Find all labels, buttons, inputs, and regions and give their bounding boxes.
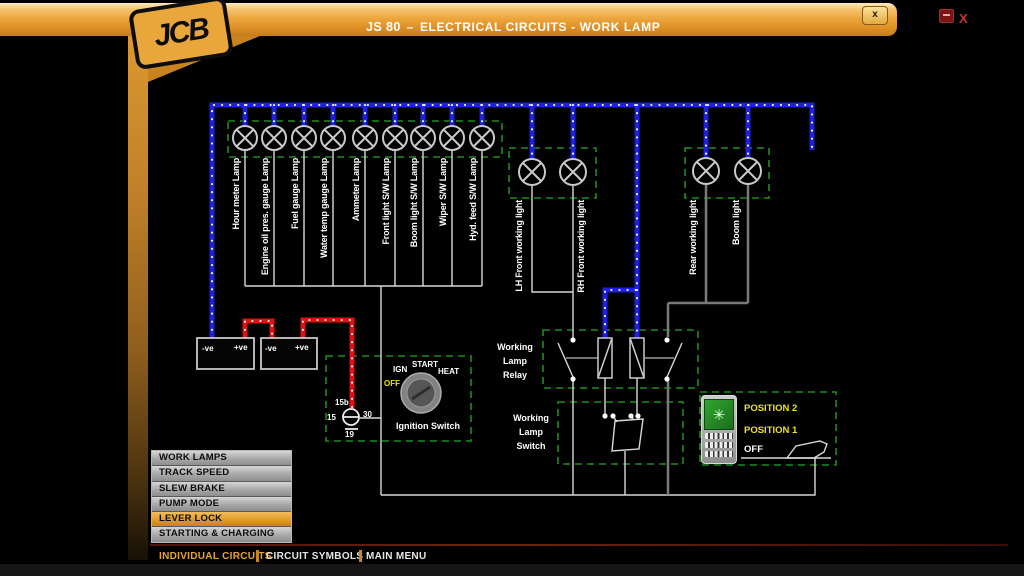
nav-individual-circuits[interactable]: INDIVIDUAL CIRCUITS — [159, 551, 272, 562]
rear-lights-box — [684, 147, 770, 199]
position2-label: POSITION 2 — [744, 403, 798, 414]
battery1-pos: +ve — [234, 343, 248, 352]
relay-label-line: Lamp — [502, 356, 527, 366]
title-model: JS 80 — [366, 20, 401, 34]
ignition-pos-start: START — [412, 360, 439, 369]
relay-coils — [597, 337, 645, 379]
menu-item-pump-mode[interactable]: PUMP MODE — [152, 496, 291, 513]
relay-box — [542, 329, 699, 389]
relay-label-line: Working — [497, 342, 533, 352]
lamp-label: Front light S/W Lamp — [381, 158, 391, 245]
nav-separator — [359, 550, 362, 562]
lamp-label: Rear working light — [688, 200, 698, 275]
lamp-label: LH Front working light — [514, 200, 524, 292]
battery1-neg: -ve — [202, 344, 214, 353]
relay-label-line: Relay — [502, 370, 528, 380]
menu-item-track-speed[interactable]: TRACK SPEED — [152, 466, 291, 482]
page-title: JS 80 – ELECTRICAL CIRCUITS - WORK LAMP — [366, 20, 660, 34]
lamp-label: Wiper S/W Lamp — [438, 158, 448, 227]
device-buttons-row — [705, 451, 733, 457]
lamp-label: RH Front working light — [576, 200, 586, 293]
ignition-box — [325, 355, 472, 442]
terminal-15b: 15b — [335, 398, 349, 407]
switch-label-line: Working — [513, 413, 549, 423]
nav-separator — [256, 550, 259, 562]
lamp-label: Water temp gauge Lamp — [319, 158, 329, 258]
battery-symbols — [196, 337, 318, 370]
lamp-indicator-icon: ✳ — [712, 406, 726, 424]
ignition-pos-heat: HEAT — [438, 367, 460, 376]
battery2-neg: -ve — [265, 344, 277, 353]
minimize-icon[interactable] — [939, 9, 954, 23]
left-frame — [128, 36, 148, 560]
working-lamp-relay-label: Working Lamp Relay — [487, 340, 543, 382]
lamp-label: Boom light — [731, 200, 741, 245]
close-icon[interactable]: X — [959, 11, 968, 26]
switch-label-line: Switch — [516, 441, 546, 451]
switch-device-graphic: ✳ — [701, 395, 737, 464]
title-text: ELECTRICAL CIRCUITS - WORK LAMP — [419, 20, 661, 34]
lamp-symbols — [232, 125, 762, 186]
circuit-menu: WORK LAMPS TRACK SPEED SLEW BRAKE PUMP M… — [151, 450, 292, 543]
title-separator: – — [406, 20, 414, 34]
menu-item-lever-lock[interactable]: LEVER LOCK — [152, 512, 291, 528]
switch-label-line: Lamp — [518, 427, 543, 437]
close-button[interactable]: x — [862, 6, 888, 25]
bottom-strip — [0, 564, 1024, 576]
terminal-30: 30 — [363, 410, 372, 419]
front-lights-box — [508, 147, 597, 199]
lamp-label: Hour meter Lamp — [231, 158, 241, 230]
lamp-label: Boom light S/W Lamp — [409, 158, 419, 248]
bottom-frame-edge — [150, 544, 1008, 546]
position-off-label: OFF — [744, 444, 763, 455]
nav-circuit-symbols[interactable]: CIRCUIT SYMBOLS — [266, 551, 364, 562]
position1-label: POSITION 1 — [744, 425, 798, 436]
grey-wires — [666, 184, 750, 495]
ignition-switch-label: Ignition Switch — [396, 421, 460, 431]
battery2-pos: +ve — [295, 343, 309, 352]
pedal-symbol — [785, 440, 828, 459]
ignition-connector — [342, 408, 360, 430]
lamp-label: Hyd. feed S/W Lamp — [468, 158, 478, 241]
lamp-label: Fuel gauge Lamp — [290, 158, 300, 230]
terminal-19: 19 — [345, 430, 354, 439]
terminal-dots — [570, 337, 670, 419]
lamp-label: Engine oil pres. gauge Lamp — [260, 158, 270, 276]
menu-item-work-lamps[interactable]: WORK LAMPS — [152, 451, 291, 467]
ignition-pos-off: OFF — [384, 379, 400, 388]
lamp-switch-rocker[interactable] — [611, 418, 644, 452]
device-buttons-row — [705, 442, 733, 448]
nav-main-menu[interactable]: MAIN MENU — [366, 551, 427, 562]
lamp-label: Ammeter Lamp — [351, 158, 361, 222]
working-lamp-switch-label: Working Lamp Switch — [503, 411, 559, 453]
menu-item-starting-charging[interactable]: STARTING & CHARGING — [152, 527, 291, 542]
ignition-pos-ign: IGN — [393, 365, 408, 374]
terminal-15: 15 — [327, 413, 336, 422]
menu-item-slew-brake[interactable]: SLEW BRAKE — [152, 481, 291, 497]
lamp-switch-box — [557, 401, 684, 465]
ignition-knob[interactable] — [400, 372, 442, 414]
device-screen: ✳ — [704, 399, 734, 430]
position-panel-box — [699, 391, 837, 466]
device-buttons-row — [705, 433, 733, 439]
